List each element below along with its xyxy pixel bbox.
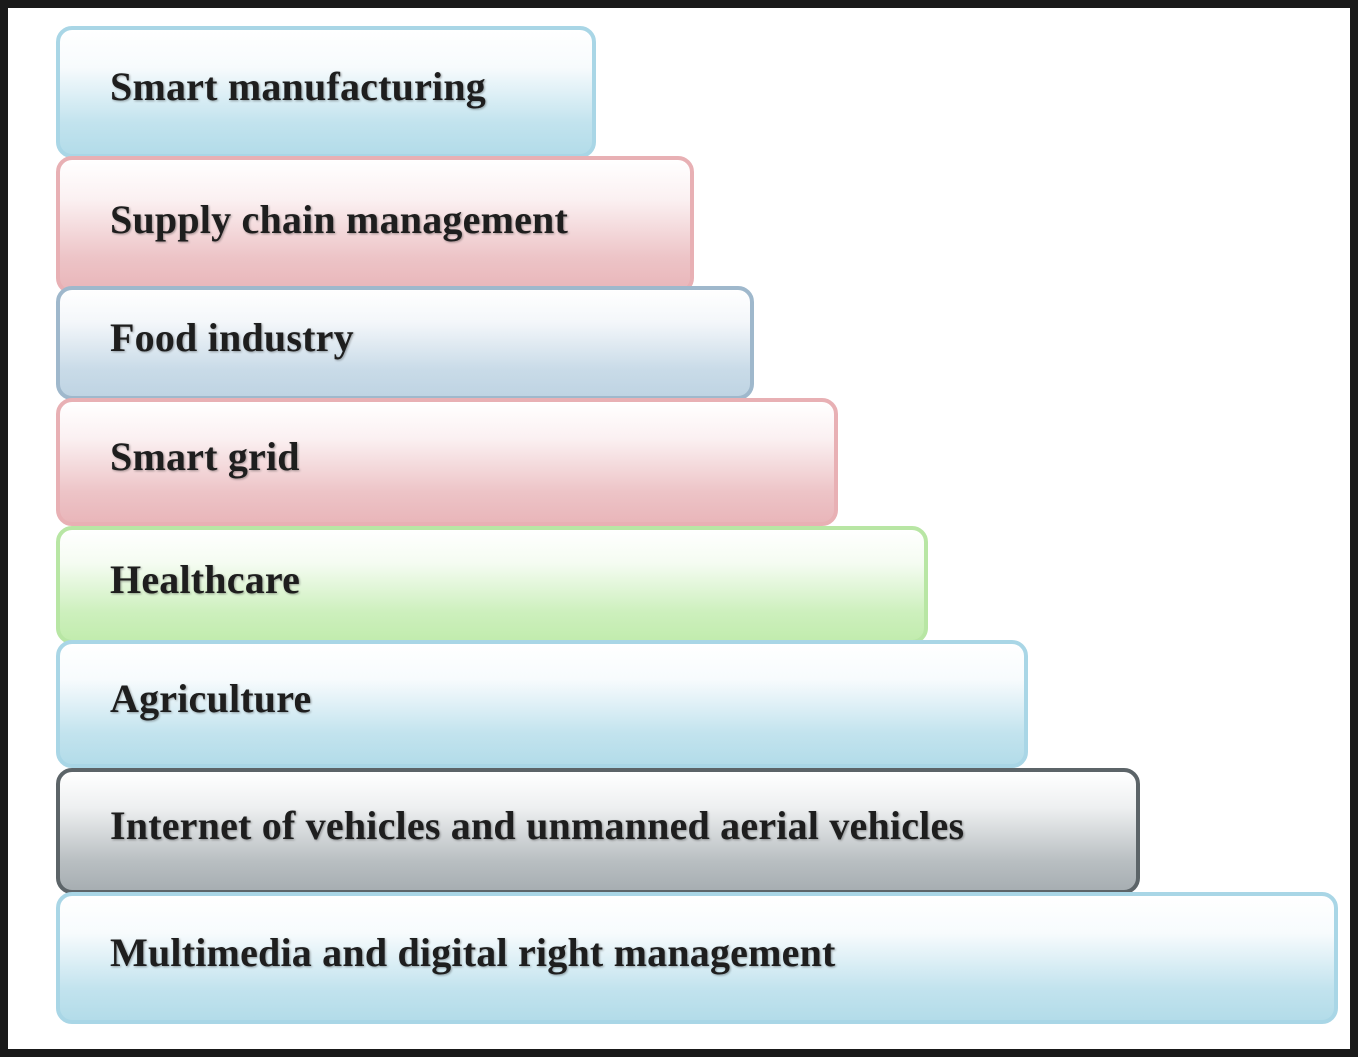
bar-label: Smart manufacturing [110, 63, 487, 109]
bar-supply-chain-management: Supply chain management [56, 156, 694, 294]
bar-agriculture: Agriculture [56, 640, 1028, 768]
bar-smart-manufacturing: Smart manufacturing [56, 26, 596, 158]
bar-smart-grid: Smart grid [56, 398, 838, 526]
bar-label: Food industry [110, 314, 354, 360]
bar-label: Multimedia and digital right management [110, 929, 836, 975]
bar-healthcare: Healthcare [56, 526, 928, 644]
bar-internet-of-vehicles: Internet of vehicles and unmanned aerial… [56, 768, 1140, 894]
bar-label: Supply chain management [110, 196, 569, 242]
bar-food-industry: Food industry [56, 286, 754, 400]
diagram-frame: Smart manufacturing Supply chain managem… [8, 8, 1350, 1049]
bar-label: Agriculture [110, 675, 312, 721]
bar-label: Internet of vehicles and unmanned aerial… [110, 802, 965, 848]
bar-label: Smart grid [110, 433, 300, 479]
bar-label: Healthcare [110, 556, 301, 602]
bar-multimedia-drm: Multimedia and digital right management [56, 892, 1338, 1024]
